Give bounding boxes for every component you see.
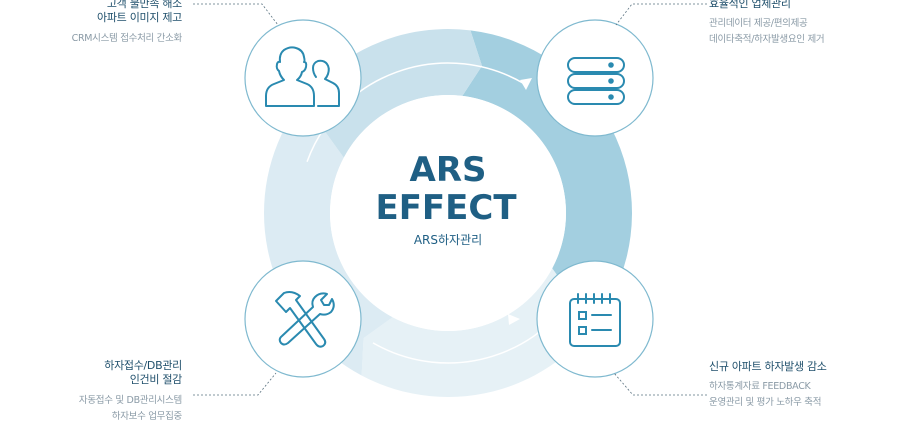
label-reduction: 신규 아파트 하자발생 감소 하자통계자료 FEEDBACK 운영관리 및 평가… — [709, 360, 827, 411]
label-cost: 하자접수/DB관리 인건비 절감 자동접수 및 DB관리시스템 하자보수 업무집… — [79, 359, 182, 425]
reduction-desc-line2: 운영관리 및 평가 노하우 축적 — [709, 397, 822, 408]
reduction-title-line1: 신규 아파트 하자발생 감소 — [709, 360, 827, 373]
node-business — [536, 19, 654, 137]
cost-desc-line1: 자동접수 및 DB관리시스템 — [78, 395, 182, 406]
flow-arrowhead-top — [520, 78, 532, 90]
database-icon — [567, 57, 625, 105]
business-desc-line1: 관리데이터 제공/편의제공 — [709, 18, 808, 29]
customer-title-line1: 고객 불만족 해소 — [106, 0, 182, 10]
cost-title-line2: 인건비 절감 — [129, 373, 183, 386]
connector-reduction — [613, 372, 707, 396]
label-business: 효율적인 업체관리 관리데이터 제공/편의제공 데이타축적/하자발생요인 제거 — [709, 0, 825, 48]
center-title-line2: EFFECT — [375, 188, 517, 228]
connector-cost — [193, 372, 277, 396]
node-reduction — [536, 260, 654, 378]
flow-arrowhead-bottom — [508, 314, 520, 325]
reduction-desc-line1: 하자통계자료 FEEDBACK — [709, 381, 811, 392]
node-customer — [244, 19, 362, 137]
cost-title-line1: 하자접수/DB관리 — [104, 359, 182, 372]
customer-desc-line1: CRM시스템 접수처리 간소화 — [71, 33, 183, 44]
label-customer: 고객 불만족 해소 아파트 이미지 제고 CRM시스템 접수처리 간소화 — [71, 0, 183, 47]
cost-desc-line2: 하자보수 업무집중 — [111, 411, 183, 422]
calendar-icon — [569, 293, 621, 347]
connector-customer — [193, 3, 279, 26]
center-title-line1: ARS — [410, 150, 487, 190]
tools-icon — [275, 291, 335, 348]
users-icon — [265, 46, 340, 107]
center-subtitle: ARS하자관리 — [414, 233, 482, 247]
node-cost — [244, 260, 362, 378]
business-title-line1: 효율적인 업체관리 — [709, 0, 791, 10]
business-desc-line2: 데이타축적/하자발생요인 제거 — [709, 34, 825, 45]
center-circle — [330, 95, 566, 331]
connector-business — [615, 3, 707, 26]
customer-title-line2: 아파트 이미지 제고 — [97, 11, 182, 24]
